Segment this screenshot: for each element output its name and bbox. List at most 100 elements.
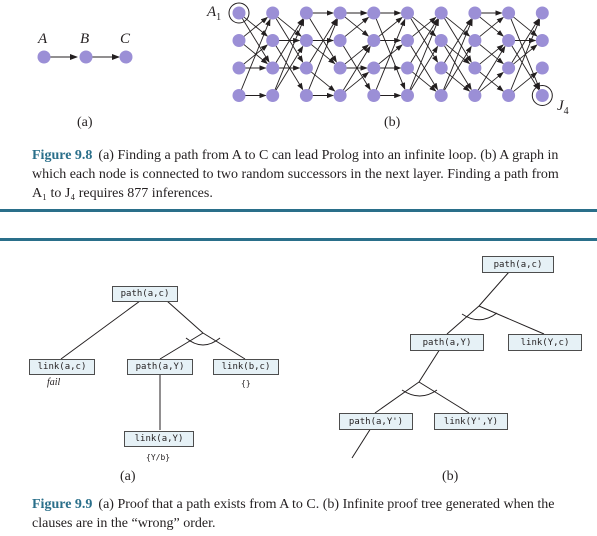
graph-edge xyxy=(241,17,270,63)
graph-edge xyxy=(277,16,302,37)
graph-node xyxy=(434,6,448,20)
graph-node xyxy=(367,61,381,75)
node-a xyxy=(37,50,51,64)
graph-edge xyxy=(378,16,403,38)
graph-node xyxy=(299,34,313,47)
graph-edge xyxy=(479,71,504,93)
start-node-subscript: 1 xyxy=(216,12,222,23)
tree-a-link-ay: link(a,Y) xyxy=(124,431,194,447)
graph-edge xyxy=(477,45,506,91)
graph-edge xyxy=(410,18,439,64)
graph-edge xyxy=(512,16,538,37)
graph-node xyxy=(434,34,448,47)
panel-label-98b: (b) xyxy=(384,115,401,130)
graph-edge xyxy=(243,16,268,38)
graph-node xyxy=(502,61,516,75)
layered-graph xyxy=(228,2,553,106)
graph-node xyxy=(367,6,381,20)
graph-node xyxy=(299,61,313,75)
graph-node xyxy=(266,6,280,20)
graph-node xyxy=(535,34,549,47)
node-b xyxy=(79,50,93,64)
graph-edge xyxy=(445,16,471,37)
node-a-label: A xyxy=(38,31,48,47)
tree-a-root: path(a,c) xyxy=(112,286,178,302)
graph-edge xyxy=(511,45,540,91)
tree-b-link-yprime-y: link(Y',Y) xyxy=(434,413,508,430)
graph-node xyxy=(266,34,280,47)
graph-edge xyxy=(479,71,504,92)
figure-9-9-text: (a) Proof that a path exists from A to C… xyxy=(32,497,555,531)
graph-node xyxy=(434,89,448,102)
graph-node xyxy=(299,89,313,102)
substitution-y-b: {Y/b} xyxy=(146,453,171,462)
graph-edge xyxy=(240,18,271,91)
graph-edge xyxy=(445,43,471,65)
tree-a-link-bc: link(b,c) xyxy=(213,359,279,375)
graph-edge xyxy=(443,45,472,91)
graph-node xyxy=(502,34,516,47)
graph-edge xyxy=(510,18,541,91)
tree-a-link-ac: link(a,c) xyxy=(29,359,95,375)
graph-node xyxy=(535,89,549,102)
section-divider-top xyxy=(0,209,597,212)
graph-edge xyxy=(411,16,437,37)
fail-note: fail xyxy=(47,377,61,388)
graph-edge xyxy=(308,18,338,91)
graph-node xyxy=(468,61,482,75)
graph-edge xyxy=(344,16,370,37)
tree-b-link-yc: link(Y,c) xyxy=(508,334,582,351)
proof-tree-a-edges xyxy=(60,300,246,430)
graph-node xyxy=(367,89,381,102)
graph-node xyxy=(535,61,549,75)
graph-edge xyxy=(409,18,439,91)
graph-node xyxy=(401,34,414,47)
graph-edge xyxy=(512,71,538,93)
graph-edge xyxy=(342,45,371,91)
graph-node xyxy=(401,6,414,20)
graph-edge xyxy=(443,18,473,91)
graph-node xyxy=(401,89,414,102)
end-node-ring xyxy=(531,85,553,106)
graph-node xyxy=(266,61,280,75)
simple-path-graph xyxy=(37,50,133,64)
node-b-label: B xyxy=(80,31,90,47)
graph-edge xyxy=(275,45,304,91)
graph-node xyxy=(502,6,516,20)
graph-edge xyxy=(411,16,437,38)
graph-edge xyxy=(443,18,472,64)
graph-node xyxy=(535,6,549,20)
node-c-label: C xyxy=(120,31,131,47)
graph-node xyxy=(468,6,482,20)
graph-node xyxy=(434,61,448,75)
node-c xyxy=(119,50,133,64)
tree-b-path-ay: path(a,Y) xyxy=(410,334,484,351)
graph-edge xyxy=(310,43,336,65)
graph-node xyxy=(232,89,246,102)
graph-edge xyxy=(243,43,268,65)
section-divider-bottom xyxy=(0,238,597,241)
panel-label-99a: (a) xyxy=(120,469,136,484)
figure-9-8-text: (a) Finding a path from A to C can lead … xyxy=(32,148,559,201)
end-node-subscript: 4 xyxy=(563,106,569,117)
graph-node xyxy=(232,34,246,47)
graph-node xyxy=(232,6,246,20)
graph-node xyxy=(232,61,246,75)
proof-tree-b-edges xyxy=(351,271,545,459)
graph-node xyxy=(299,6,313,20)
panel-label-99b: (b) xyxy=(442,469,459,484)
graph-node xyxy=(333,34,347,47)
graph-node xyxy=(502,89,516,102)
graph-edge xyxy=(274,18,305,91)
start-node-label: A1 xyxy=(207,4,222,23)
graph-edge xyxy=(275,18,304,64)
graph-node xyxy=(401,61,414,75)
figure-9-8-label: Figure 9.8 xyxy=(32,148,93,163)
panel-label-98a: (a) xyxy=(77,115,93,130)
graph-node xyxy=(266,89,280,102)
graph-edge xyxy=(309,18,337,64)
empty-substitution: {} xyxy=(241,379,251,388)
figure-9-8-caption: Figure 9.8(a) Finding a path from A to C… xyxy=(32,146,567,203)
graph-edge xyxy=(479,43,504,65)
